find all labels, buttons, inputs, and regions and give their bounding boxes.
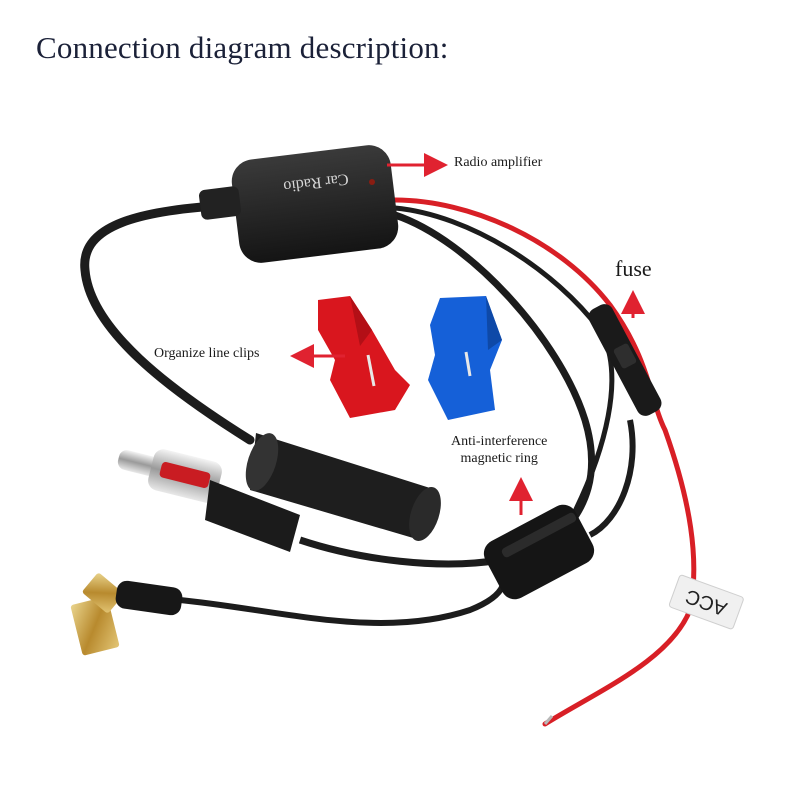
page-title: Connection diagram description:: [36, 30, 449, 65]
ring-cable: [393, 211, 596, 548]
magnetic-ring: [483, 504, 595, 600]
power-wire: [392, 197, 697, 727]
magnetic-ring-label: Anti-interference magnetic ring: [451, 433, 547, 467]
fuse-holder: [588, 304, 662, 416]
male-plug: [117, 449, 300, 552]
fuse-label: fuse: [615, 256, 652, 281]
female-socket: [245, 433, 441, 541]
ring-out-cable: [588, 419, 636, 538]
wire-tip: [543, 715, 554, 725]
smb-cable: [179, 564, 507, 626]
line-clips-label: Organize line clips: [154, 346, 260, 361]
smb-connector: [70, 573, 183, 656]
blue-line-clip: [428, 296, 502, 420]
magnetic-ring-label-line2: magnetic ring: [460, 451, 538, 466]
magnetic-ring-label-line1: Anti-interference: [451, 434, 548, 449]
radio-amplifier-box: Car Radio: [199, 145, 399, 263]
plug-cable: [298, 536, 501, 568]
radio-amplifier-label: Radio amplifier: [454, 155, 543, 170]
antenna-cable: [80, 200, 255, 445]
acc-tag: ACC: [668, 574, 744, 630]
red-line-clip: [318, 296, 410, 418]
